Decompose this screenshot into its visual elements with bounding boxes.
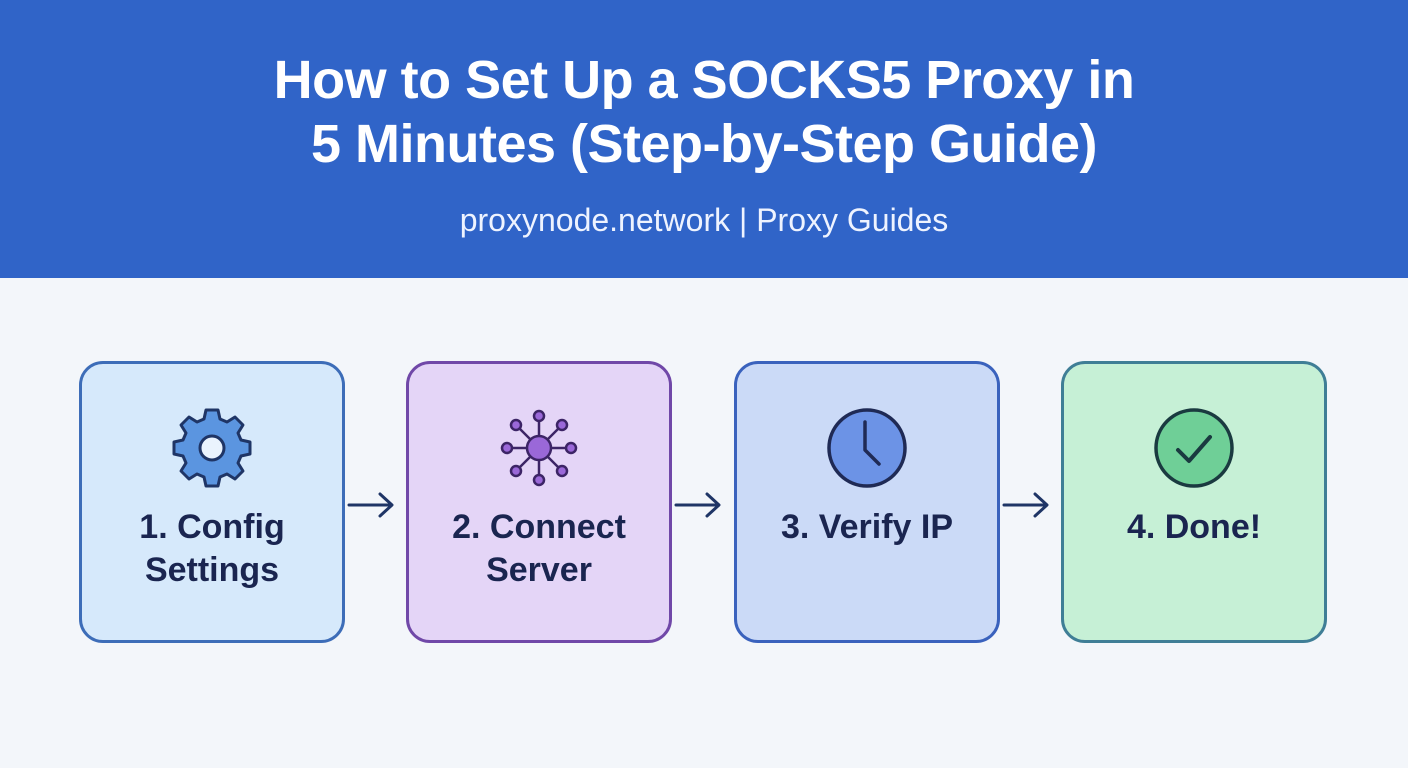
step-card-connect: 2. Connect Server (406, 361, 672, 643)
step-label: 4. Done! (1126, 508, 1262, 546)
title-line-1: How to Set Up a SOCKS5 Proxy in (273, 50, 1135, 110)
step-card-done: 4. Done! (1061, 361, 1327, 643)
header-banner: How to Set Up a SOCKS5 Proxy in 5 Minute… (0, 0, 1408, 278)
title-line-2: 5 Minutes (Step-by-Step Guide) (310, 114, 1098, 174)
clock-icon (827, 408, 907, 488)
subtitle: proxynode.network | Proxy Guides (459, 202, 949, 238)
step-label: 1. Config Settings (139, 508, 285, 589)
step-card-verify: 3. Verify IP (734, 361, 1000, 643)
network-hub-icon (500, 409, 578, 487)
gear-icon (172, 408, 252, 488)
step-label: 3. Verify IP (781, 508, 953, 546)
step-label: 2. Connect Server (452, 508, 626, 589)
step-card-config: 1. Config Settings (79, 361, 345, 643)
check-circle-icon (1154, 408, 1234, 488)
arrow-right-icon (674, 492, 721, 518)
arrow-right-icon (347, 492, 394, 518)
arrow-right-icon (1002, 492, 1049, 518)
page-title: How to Set Up a SOCKS5 Proxy in 5 Minute… (0, 48, 1408, 176)
